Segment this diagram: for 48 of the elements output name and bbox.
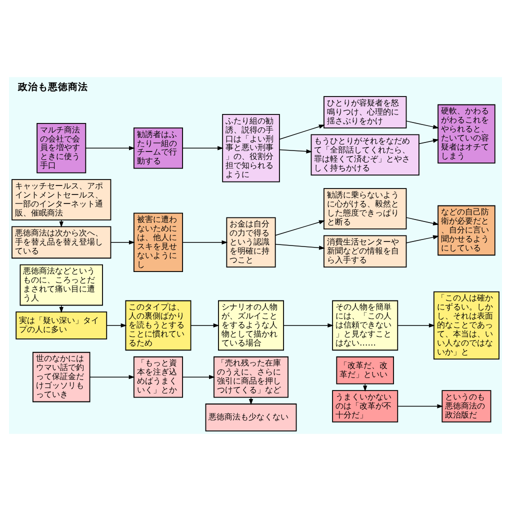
arrow	[406, 120, 439, 128]
arrow	[396, 322, 434, 328]
arrow	[182, 374, 215, 379]
node-box: ひとりが容疑者を怒鳴りつけ、心理的に揺さぶりをかけ	[323, 96, 406, 128]
arrow	[190, 322, 219, 328]
arrow	[274, 243, 325, 250]
arrow	[182, 240, 228, 244]
node-box: というのも悪徳商法の政治版だ	[441, 390, 491, 422]
node-box: キャッチセールス、アポイントメントセールス、一部のインターネット通販、催眠商法	[11, 178, 111, 220]
arrow	[89, 374, 134, 379]
node-box: 勧誘者はふたり一組のチームで行動する	[132, 127, 182, 168]
arrow	[110, 240, 134, 244]
node-box: マルチ商法の会社で会員を増やすときに使う手口	[36, 122, 86, 173]
node-box: 「もっと資本を注ぎ込めばうまくいく」とか	[132, 356, 182, 398]
node-box: 勧誘に乗らないように心がける、毅然とした態度できっぱりと断る	[323, 188, 406, 229]
node-box: その人物を簡単には、「この人は信頼できない」と見なすことはない……	[332, 300, 398, 350]
node-box: 悪徳商法も少なくない	[204, 403, 296, 431]
node-box: このタイプは、人の裏側ばかりを読もうとすることに慣れているため	[124, 300, 191, 350]
node-box: 「売れ残った在庫のうえに、さらに強引に商品を押しつけてくる」など	[213, 356, 288, 398]
node-box: 消費生活センターや新聞などの情報を自ら入手する	[323, 234, 406, 268]
arrow	[182, 146, 224, 150]
arrow	[106, 322, 126, 328]
node-box: お金は自分の力で得るという認識を明確に持つこと	[226, 216, 276, 268]
arrow	[406, 216, 439, 225]
node-box: 悪徳商法は次から次へ、手を替え品を替え登場している	[11, 226, 111, 258]
arrow	[278, 148, 312, 153]
node-box: などの自己防衛が必要だと、自分に言い聞かせるようにしている	[437, 204, 495, 256]
node-box: もうひとりがそれをなだめて「全部話してくれたら、罪は軽くて済むぞ」とやさしく持ちかける	[310, 134, 419, 176]
arrow	[418, 138, 438, 144]
node-box: 世のなかにはウマい話で釣って保証金だけゴッソリもっていき	[32, 351, 90, 402]
node-box: 「この人は確かにずるい。しかし、それは表面的なことであって、本当は、いい人なのではないか」と	[432, 290, 499, 360]
node-box: 被害に遭わないためには、他人にスキを見せないようにし	[132, 212, 182, 272]
arrow	[406, 234, 439, 243]
node-box: シナリオの人物が、ズルイことをするような人物として描かれている場合	[218, 300, 284, 350]
diagram-title: 政治も悪徳商法	[17, 82, 88, 93]
arrow	[282, 322, 334, 328]
arrow	[362, 383, 367, 392]
node-box: 悪徳商法などというものに、ころっとだまされて痛い目に遭う人	[19, 264, 102, 306]
node-box: 「改革だ、改革だ」といい	[336, 356, 394, 384]
node-box: 実は「疑い深い」タイプの人に多い	[15, 311, 107, 339]
arrow	[278, 124, 324, 140]
arrow	[396, 404, 443, 408]
node-box: うまくいかないのは「改革が不十分だ」	[332, 390, 398, 422]
node-box: 硬軟、かわるがわるこれをやられると、たいていの容疑者はオチてしまう	[437, 104, 495, 164]
arrow	[84, 146, 134, 150]
arrow	[248, 396, 253, 405]
node-box: ふたり組の勧誘、説得の手口は「よい刑事と悪い刑事」の、役割分担で知られるように	[222, 114, 280, 182]
arrow	[274, 220, 325, 236]
